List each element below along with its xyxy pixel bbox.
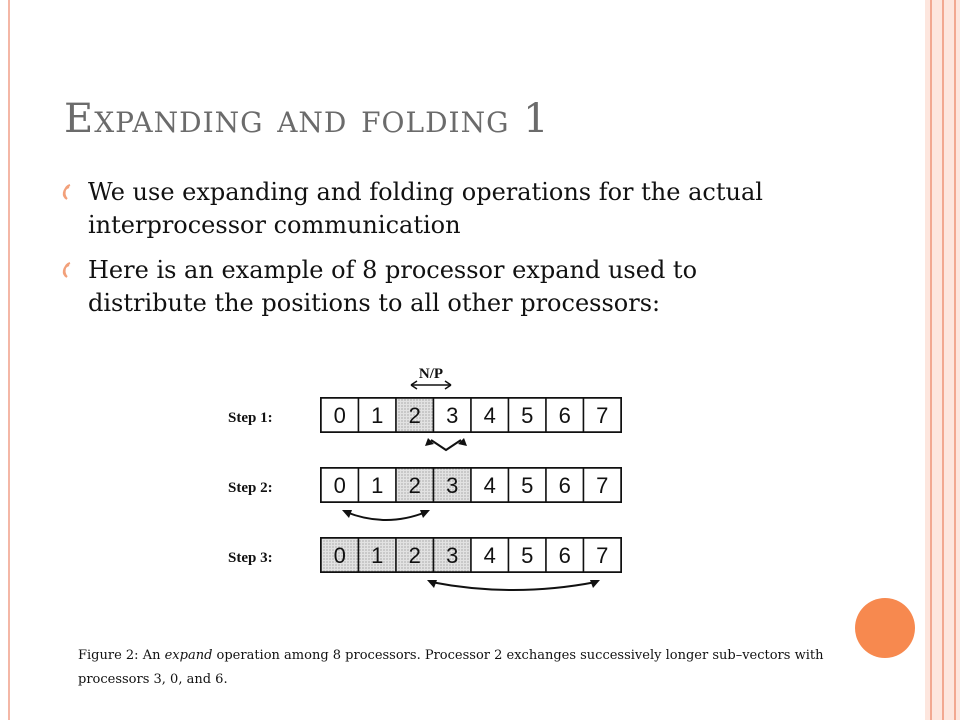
decorative-circle (855, 598, 915, 658)
processor-cell (507, 467, 547, 503)
left-border-line (8, 0, 10, 720)
bullet-marker-icon (62, 262, 71, 278)
processor-number: 0 (334, 403, 346, 428)
processor-number: 2 (409, 403, 421, 428)
processor-cell (470, 467, 510, 503)
processor-cell (432, 467, 472, 503)
processor-cell (545, 537, 585, 573)
processor-cell (320, 467, 360, 503)
processor-cell (432, 537, 472, 573)
step-label: Step 2: (228, 480, 273, 496)
processor-cell (320, 397, 360, 433)
processor-number: 7 (596, 473, 608, 498)
processor-number: 7 (596, 543, 608, 568)
caption-suffix: operation among 8 processors. Processor … (78, 648, 824, 687)
processor-cell (357, 537, 397, 573)
processor-cell (395, 537, 435, 573)
right-border-line (930, 0, 932, 720)
bullet-marker-icon (62, 184, 71, 200)
np-arrowheads (410, 380, 452, 390)
processor-cell (545, 467, 585, 503)
processor-number: 1 (371, 543, 383, 568)
step-label: Step 1: (228, 410, 273, 426)
processor-number: 3 (446, 473, 458, 498)
processor-number: 2 (409, 473, 421, 498)
processor-number: 4 (484, 403, 496, 428)
bullet-item: We use expanding and folding operations … (60, 176, 820, 242)
processor-cell (395, 467, 435, 503)
processor-cell (470, 397, 510, 433)
processor-number: 7 (596, 403, 608, 428)
processor-number: 1 (371, 403, 383, 428)
caption-emphasis: expand (164, 648, 213, 663)
processor-number: 2 (409, 543, 421, 568)
processor-cell (470, 537, 510, 573)
processor-cell (395, 397, 435, 433)
step2-arrow (345, 511, 427, 521)
processor-number: 4 (484, 473, 496, 498)
processor-number: 0 (334, 473, 346, 498)
processor-number: 3 (446, 403, 458, 428)
bullet-list: We use expanding and folding operations … (60, 176, 820, 332)
processor-cell (582, 397, 622, 433)
processor-cell (582, 537, 622, 573)
processor-cell (357, 397, 397, 433)
bullet-text: We use expanding and folding operations … (88, 178, 763, 239)
processor-number: 1 (371, 473, 383, 498)
slide-title: Expanding and folding 1 (64, 96, 550, 142)
processor-number: 3 (446, 543, 458, 568)
right-border-line (954, 0, 956, 720)
processor-cell (357, 467, 397, 503)
step1-arrow (430, 439, 462, 452)
processor-number: 6 (559, 403, 571, 428)
processor-cell (507, 537, 547, 573)
step-label: Step 3: (228, 550, 273, 566)
processor-number: 0 (334, 543, 346, 568)
step1-arrowheads (425, 438, 467, 446)
processor-number: 5 (521, 403, 533, 428)
step3-arrowheads (427, 580, 600, 588)
processor-cell (582, 467, 622, 503)
bullet-item: Here is an example of 8 processor expand… (60, 254, 820, 320)
np-label: N/P (419, 366, 443, 382)
processor-number: 5 (521, 473, 533, 498)
processor-number: 6 (559, 473, 571, 498)
bullet-text: Here is an example of 8 processor expand… (88, 256, 698, 317)
figure-caption: Figure 2: An expand operation among 8 pr… (78, 644, 838, 692)
step3-arrow (430, 581, 597, 591)
processor-number: 6 (559, 543, 571, 568)
processor-number: 4 (484, 543, 496, 568)
right-border-line (942, 0, 944, 720)
processor-cell (432, 397, 472, 433)
processor-number: 5 (521, 543, 533, 568)
step2-arrowheads (342, 510, 430, 518)
caption-prefix: Figure 2: An (78, 648, 165, 663)
processor-cell (545, 397, 585, 433)
